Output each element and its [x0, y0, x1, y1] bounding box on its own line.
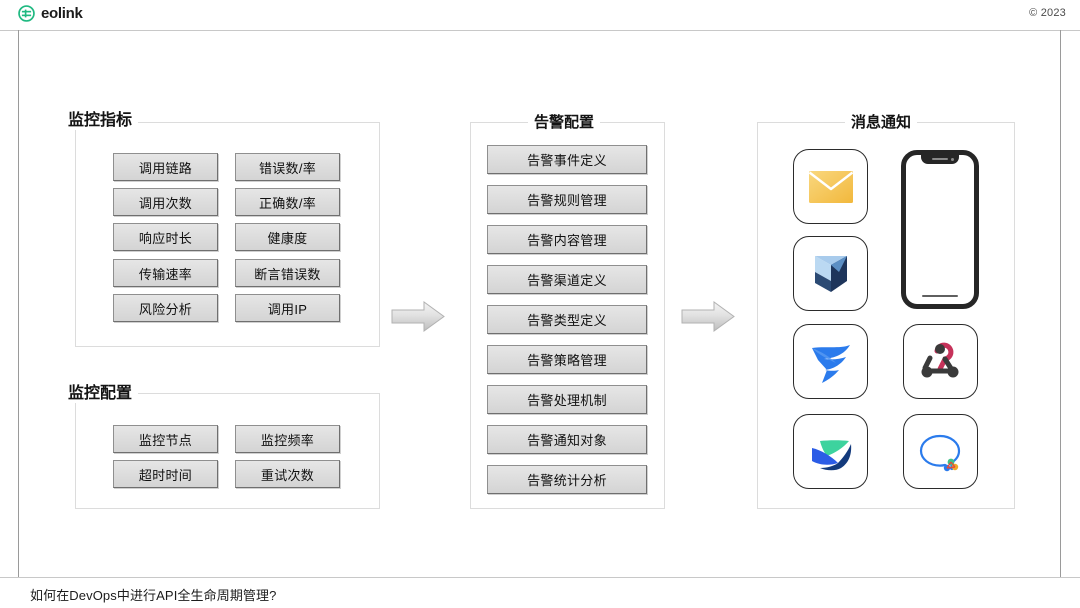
phone-camera-icon: [951, 158, 954, 161]
metric-chip[interactable]: 调用次数: [113, 188, 218, 216]
metric-chip[interactable]: 健康度: [235, 223, 340, 251]
notification-channel-tile[interactable]: [793, 236, 868, 311]
metric-chip[interactable]: 调用IP: [235, 294, 340, 322]
alert-config-chip[interactable]: 告警内容管理: [487, 225, 647, 254]
brand-name: eolink: [41, 5, 83, 22]
monitor-config-chip[interactable]: 监控频率: [235, 425, 340, 453]
frame-line-left: [18, 30, 19, 578]
notification-channel-tile[interactable]: [903, 324, 978, 399]
metric-chip[interactable]: 响应时长: [113, 223, 218, 251]
monitor-config-chip[interactable]: 监控节点: [113, 425, 218, 453]
alert-config-chip[interactable]: 告警事件定义: [487, 145, 647, 174]
alert-config-chip[interactable]: 告警统计分析: [487, 465, 647, 494]
brand-logo: eolink: [18, 5, 83, 22]
metric-chip[interactable]: 断言错误数: [235, 259, 340, 287]
top-bar: eolink © 2023: [0, 0, 1080, 30]
metric-chip[interactable]: 调用链路: [113, 153, 218, 181]
feishu-icon: [811, 439, 851, 470]
metric-chip[interactable]: 风险分析: [113, 294, 218, 322]
alert-config-chip[interactable]: 告警处理机制: [487, 385, 647, 414]
teams-icon: [814, 255, 847, 292]
monitor-config-chip[interactable]: 重试次数: [235, 460, 340, 488]
email-icon: [808, 170, 853, 203]
footer-caption: 如何在DevOps中进行API全生命周期管理?: [30, 588, 277, 603]
frame-line-bottom: [0, 577, 1080, 578]
alert-config-chip[interactable]: 告警渠道定义: [487, 265, 647, 294]
metric-chip[interactable]: 正确数/率: [235, 188, 340, 216]
wecom-icon: [919, 434, 960, 471]
phone-speaker-icon: [932, 157, 948, 160]
alert-config-chip[interactable]: 告警策略管理: [487, 345, 647, 374]
frame-line-right: [1060, 30, 1061, 578]
metric-chip[interactable]: 传输速率: [113, 259, 218, 287]
dingtalk-icon: [811, 344, 850, 383]
arrow-alerts-to-notify: [681, 301, 735, 332]
copyright-label: © 2023: [1029, 7, 1066, 19]
notification-channel-tile[interactable]: [793, 324, 868, 399]
panel-title-monitoring-metrics: 监控指标: [68, 106, 139, 130]
phone-home-indicator: [922, 294, 958, 297]
notification-channel-tile[interactable]: [793, 414, 868, 489]
panel-title-message-notification: 消息通知: [845, 111, 918, 132]
alert-config-chip[interactable]: 告警规则管理: [487, 185, 647, 214]
panel-title-alert-config: 告警配置: [528, 111, 601, 132]
arrow-metrics-to-alerts: [391, 301, 445, 332]
mobile-phone-mockup: [901, 150, 979, 309]
alert-config-chip[interactable]: 告警通知对象: [487, 425, 647, 454]
webhook-icon: [921, 342, 958, 377]
eolink-globe-icon: [18, 5, 35, 22]
notification-channel-tile[interactable]: [793, 149, 868, 224]
metric-chip[interactable]: 错误数/率: [235, 153, 340, 181]
frame-line-top: [0, 30, 1080, 31]
monitor-config-chip[interactable]: 超时时间: [113, 460, 218, 488]
panel-title-monitoring-config: 监控配置: [68, 379, 139, 403]
alert-config-chip[interactable]: 告警类型定义: [487, 305, 647, 334]
notification-channel-tile[interactable]: [903, 414, 978, 489]
